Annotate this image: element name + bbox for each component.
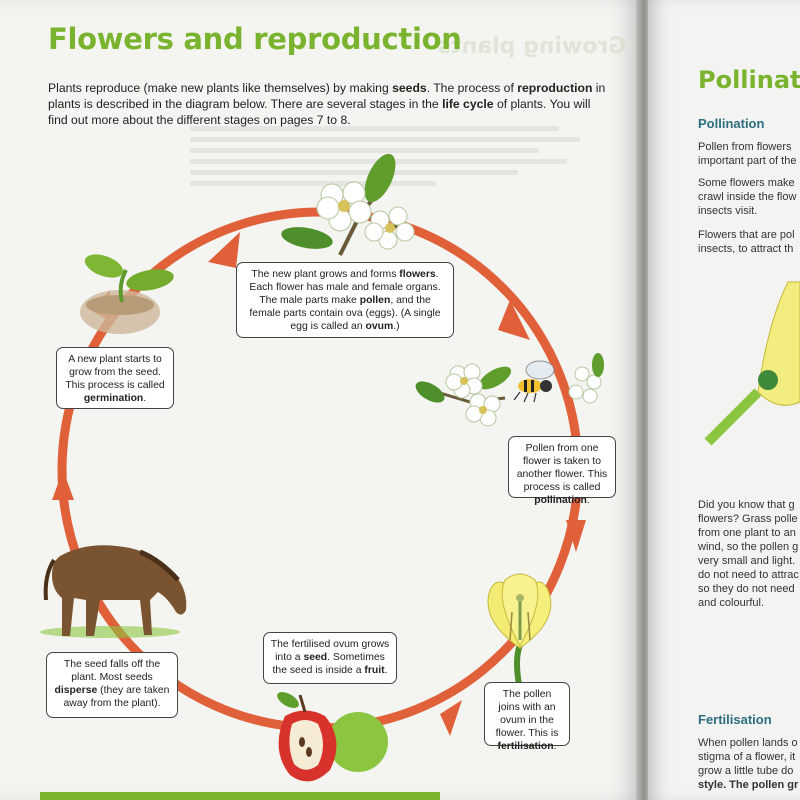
page-title: Flowers and reproduction xyxy=(48,22,462,56)
pollination-line: important part of the xyxy=(698,155,797,167)
pollination-line: crawl inside the flow xyxy=(698,191,797,203)
pollination-line: Flowers that are pol xyxy=(698,229,795,241)
seedling-icon xyxy=(80,254,174,334)
arrow-left xyxy=(52,470,74,500)
pollination-line: insects, to attract th xyxy=(698,243,794,255)
arrow-top-left xyxy=(208,232,240,268)
caption-fertilisation: The pollen joins with an ovum in the flo… xyxy=(484,682,570,752)
lily-flower-icon xyxy=(487,573,552,691)
left-page: Growing plants Flowers and reproduction … xyxy=(0,0,640,800)
fertilisation-line: style. The pollen gr xyxy=(698,779,799,791)
section-heading-fertilisation: Fertilisation xyxy=(698,712,772,727)
grass-line: very small and light. xyxy=(698,555,796,567)
right-page: Pollinat Pollination Pollen from flowers… xyxy=(648,0,800,800)
caption-flowers: The new plant grows and forms flowers. E… xyxy=(236,262,454,338)
intro-paragraph: Plants reproduce (make new plants like t… xyxy=(48,81,606,127)
grass-line: from one plant to an xyxy=(698,527,796,539)
fertilisation-line: When pollen lands o xyxy=(698,737,798,749)
caption-pollination: Pollen from one flower is taken to anoth… xyxy=(508,436,616,506)
arrow-bottom-right xyxy=(440,700,462,736)
flower-branch-icon xyxy=(281,153,415,256)
caption-germination: A new plant starts to grow from the seed… xyxy=(56,347,174,409)
pollination-line: insects visit. xyxy=(698,205,758,217)
grass-line: flowers? Grass polle xyxy=(698,513,798,525)
grass-line: Did you know that g xyxy=(698,499,795,511)
grass-line: do not need to attrac xyxy=(698,569,799,581)
caption-disperse: The seed falls off the plant. Most seeds… xyxy=(46,652,178,718)
pollination-line: Some flowers make xyxy=(698,177,795,189)
apple-icon xyxy=(277,692,388,782)
fertilisation-line: stigma of a flower, it xyxy=(698,751,796,763)
blossom-branch-icon xyxy=(415,353,604,427)
caption-seed: The fertilised ovum grows into a seed. S… xyxy=(263,632,397,684)
footer-strip xyxy=(40,792,440,800)
flower-cross-section-icon xyxy=(704,281,800,446)
life-cycle-diagram xyxy=(40,153,604,782)
horse-icon xyxy=(40,545,187,638)
section-heading-pollination: Pollination xyxy=(698,116,765,131)
grass-line: wind, so the pollen g xyxy=(698,541,799,553)
fertilisation-line: grow a little tube do xyxy=(698,765,794,777)
arrow-top-right xyxy=(498,300,530,340)
right-page-title: Pollinat xyxy=(698,66,800,94)
arrow-right xyxy=(566,520,586,552)
bee-icon xyxy=(513,360,555,403)
pollination-line: Pollen from flowers xyxy=(698,141,792,153)
grass-line: so they do not need xyxy=(698,583,795,595)
grass-line: and colourful. xyxy=(698,597,765,609)
